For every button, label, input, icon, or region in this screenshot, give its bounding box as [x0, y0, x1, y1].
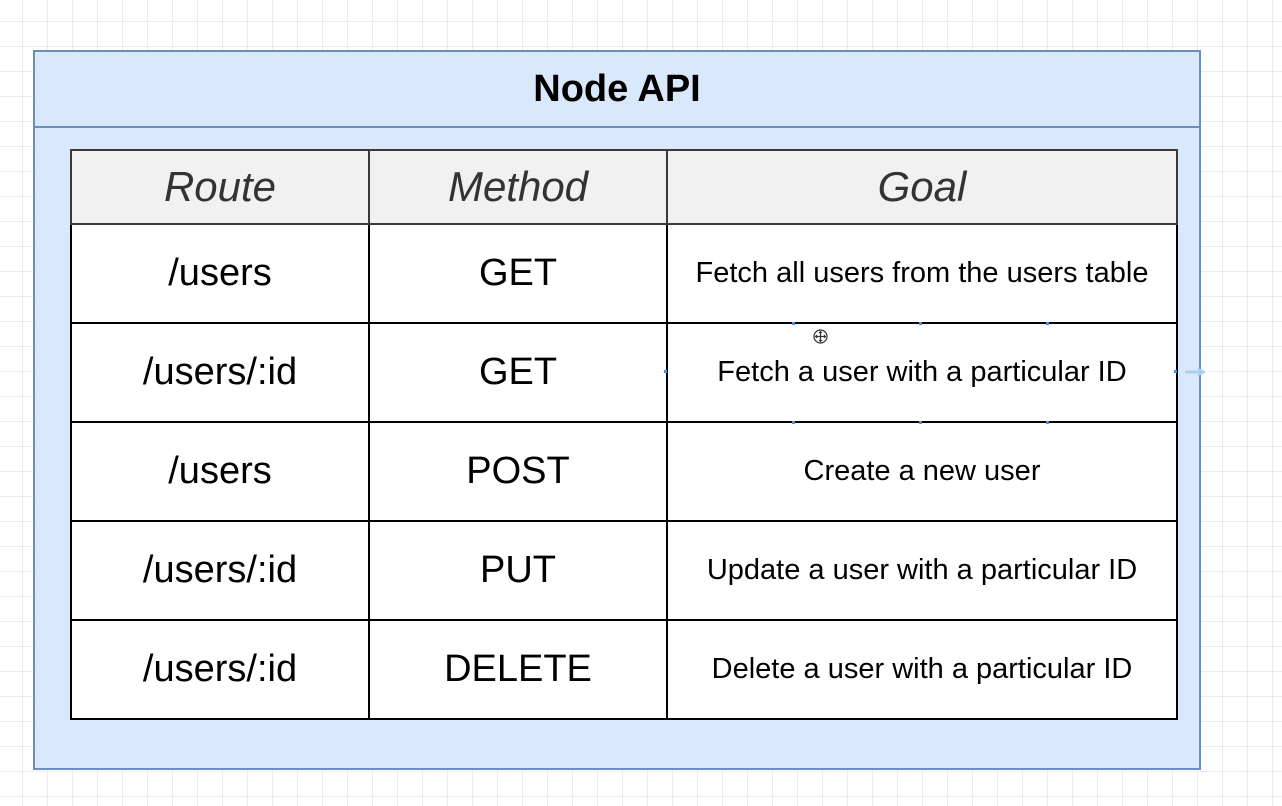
table-header-row: Route Method Goal — [70, 149, 1178, 225]
connect-arrow-icon[interactable] — [1184, 366, 1208, 378]
route-cell[interactable]: /users/:id — [70, 619, 370, 720]
goal-cell[interactable]: Update a user with a particular ID — [666, 520, 1178, 621]
selection-handle[interactable] — [919, 421, 922, 424]
selection-handle[interactable] — [664, 370, 667, 373]
method-cell[interactable]: POST — [368, 421, 668, 522]
selection-handle[interactable] — [792, 421, 795, 424]
route-cell[interactable]: /users — [70, 223, 370, 324]
selection-handle[interactable] — [792, 322, 795, 325]
route-cell[interactable]: /users — [70, 421, 370, 522]
table-row: /users POST Create a new user — [70, 421, 1178, 522]
move-icon[interactable] — [813, 329, 828, 344]
header-goal[interactable]: Goal — [666, 149, 1178, 225]
table-row: /users/:id PUT Update a user with a part… — [70, 520, 1178, 621]
method-cell[interactable]: GET — [368, 322, 668, 423]
goal-cell-selected[interactable]: Fetch a user with a particular ID — [666, 322, 1178, 423]
container-title[interactable]: Node API — [35, 52, 1199, 128]
route-cell[interactable]: /users/:id — [70, 322, 370, 423]
selection-handle[interactable] — [1046, 421, 1049, 424]
goal-cell[interactable]: Delete a user with a particular ID — [666, 619, 1178, 720]
header-route[interactable]: Route — [70, 149, 370, 225]
node-api-container[interactable]: Node API Route Method Goal /users GET Fe… — [33, 50, 1201, 770]
header-method[interactable]: Method — [368, 149, 668, 225]
selection-handle[interactable] — [919, 322, 922, 325]
method-cell[interactable]: PUT — [368, 520, 668, 621]
routes-table[interactable]: Route Method Goal /users GET Fetch all u… — [70, 149, 1178, 720]
table-row: /users GET Fetch all users from the user… — [70, 223, 1178, 324]
table-row: /users/:id DELETE Delete a user with a p… — [70, 619, 1178, 720]
goal-cell[interactable]: Create a new user — [666, 421, 1178, 522]
selection-handle[interactable] — [1174, 370, 1177, 373]
route-cell[interactable]: /users/:id — [70, 520, 370, 621]
method-cell[interactable]: GET — [368, 223, 668, 324]
table-row: /users/:id GET Fetch a user with a parti… — [70, 322, 1178, 423]
selection-handle[interactable] — [1046, 322, 1049, 325]
goal-cell[interactable]: Fetch all users from the users table — [666, 223, 1178, 324]
method-cell[interactable]: DELETE — [368, 619, 668, 720]
